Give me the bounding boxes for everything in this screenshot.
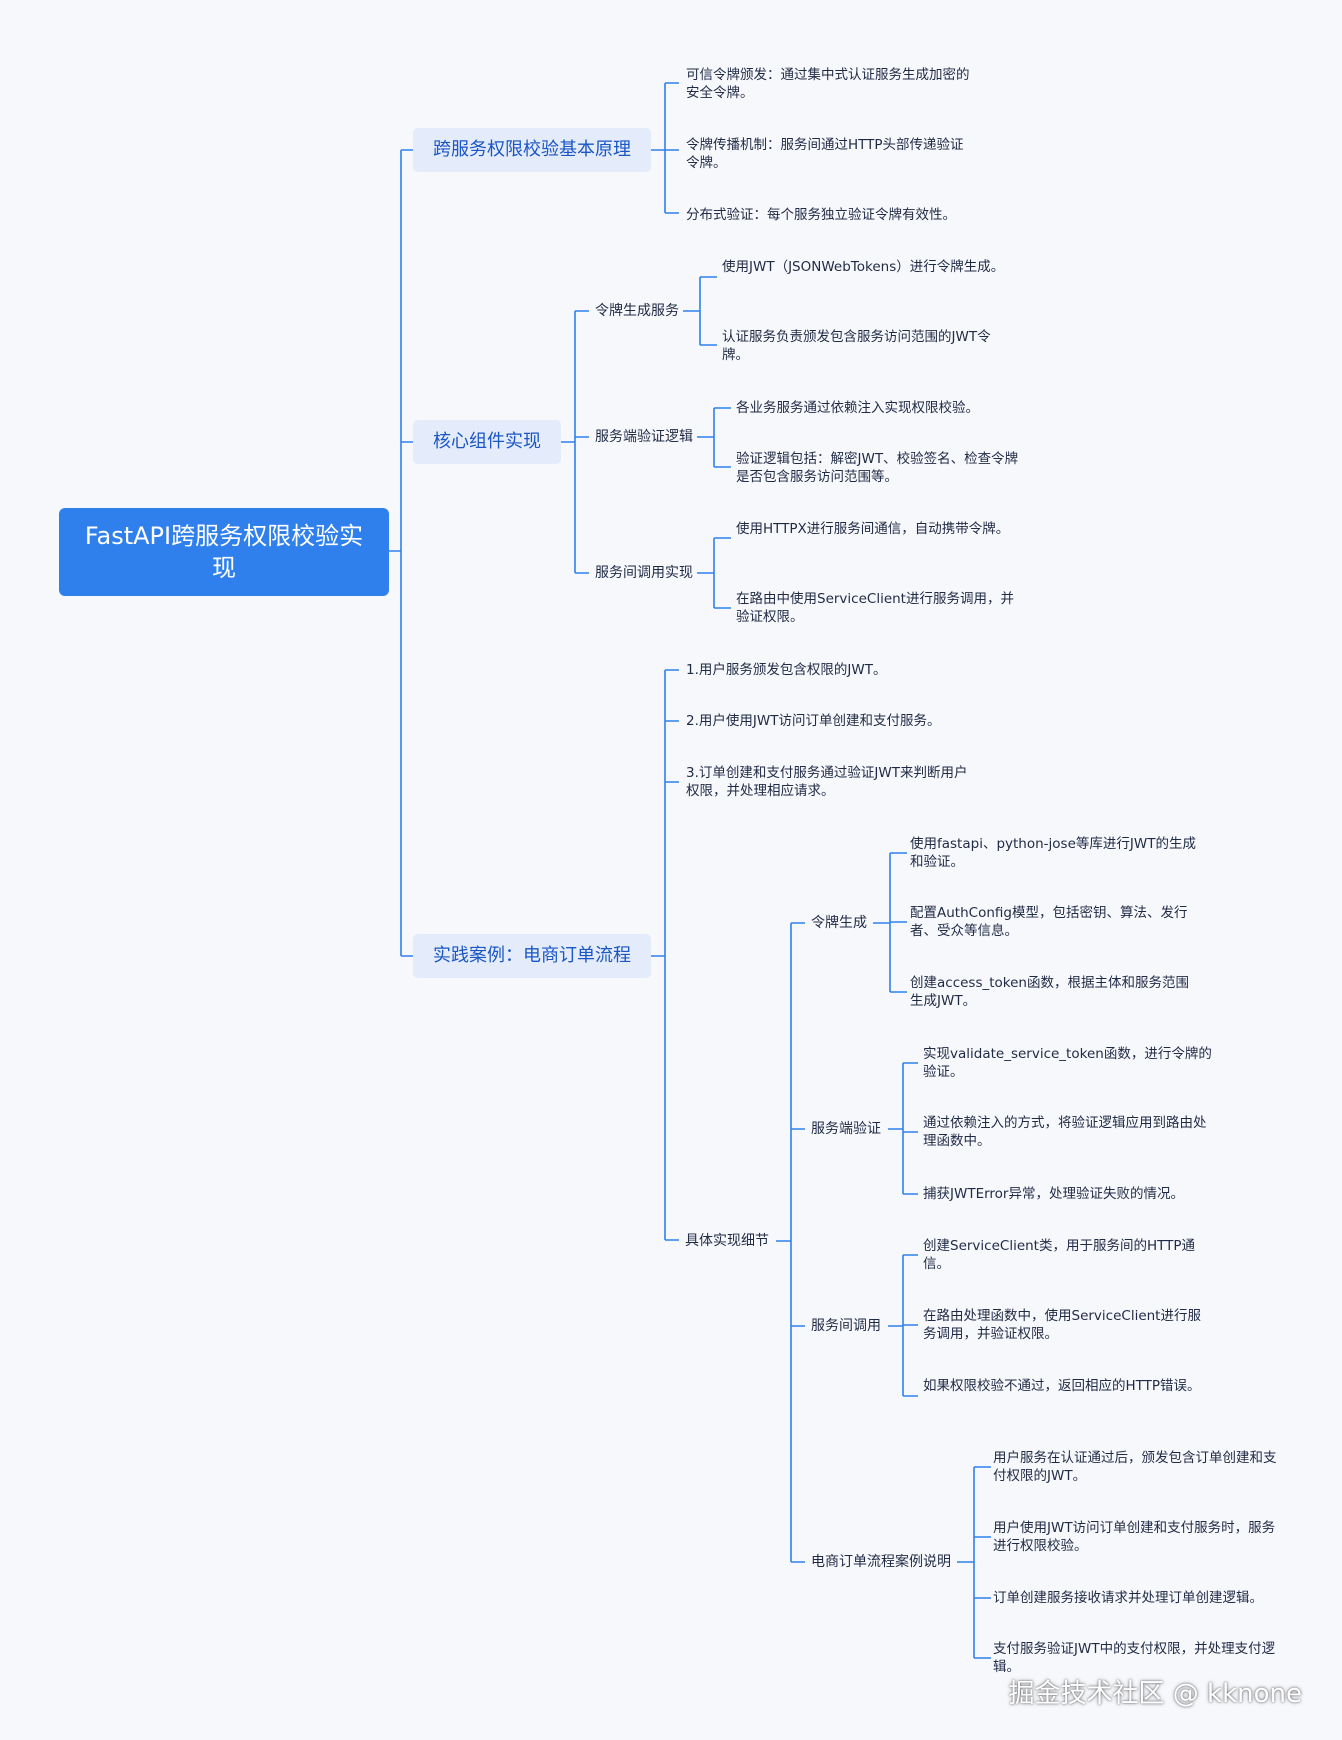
core-token-gen-leaf-1: 使用JWT（JSONWebTokens）进行令牌生成。 (722, 259, 1005, 275)
detail-token-leaf-2: 配置AuthConfig模型，包括密钥、算法、发行者、受众等信息。 (910, 905, 1188, 939)
practice-title: 实践案例：电商订单流程 (433, 945, 631, 966)
detail-case-connector (957, 1466, 991, 1659)
practice-step-3: 3.订单创建和支付服务通过验证JWT来判断用户权限，并处理相应请求。 (686, 765, 968, 799)
detail-token-connector (873, 852, 907, 993)
detail-verify-leaf-1: 实现validate_service_token函数，进行令牌的验证。 (923, 1046, 1212, 1080)
core-token-gen-node[interactable]: 令牌生成服务 (595, 303, 679, 319)
detail-call-leaf-2: 在路由处理函数中，使用ServiceClient进行服务调用，并验证权限。 (923, 1308, 1201, 1342)
detail-verify-leaf-2: 通过依赖注入的方式，将验证逻辑应用到路由处理函数中。 (923, 1115, 1207, 1149)
principles-node[interactable]: 跨服务权限校验基本原理 (413, 128, 651, 172)
core-title: 核心组件实现 (433, 431, 541, 452)
detail-case-leaf-3: 订单创建服务接收请求并处理订单创建逻辑。 (993, 1590, 1263, 1606)
principles-title: 跨服务权限校验基本原理 (433, 139, 631, 160)
core-server-logic-node[interactable]: 服务端验证逻辑 (595, 429, 693, 445)
inter-call-connector (697, 537, 731, 609)
core-node[interactable]: 核心组件实现 (413, 420, 561, 464)
detail-verify-leaf-3: 捕获JWTError异常，处理验证失败的情况。 (923, 1186, 1184, 1202)
token-gen-connector (683, 276, 717, 346)
root-branch-connector (389, 149, 413, 957)
core-server-logic-leaf-1: 各业务服务通过依赖注入实现权限校验。 (736, 400, 979, 416)
details-connector (776, 922, 805, 1563)
detail-verify-node[interactable]: 服务端验证 (811, 1121, 881, 1137)
detail-call-connector (888, 1254, 918, 1397)
core-server-logic-leaf-2: 验证逻辑包括：解密JWT、校验签名、检查令牌是否包含服务访问范围等。 (736, 451, 1019, 485)
detail-case-node[interactable]: 电商订单流程案例说明 (811, 1554, 951, 1570)
principles-leaf-2: 令牌传播机制：服务间通过HTTP头部传递验证令牌。 (686, 137, 964, 171)
practice-node[interactable]: 实践案例：电商订单流程 (413, 934, 651, 978)
detail-token-node[interactable]: 令牌生成 (811, 915, 867, 931)
server-logic-connector (697, 407, 731, 468)
principles-leaf-1: 可信令牌颁发：通过集中式认证服务生成加密的安全令牌。 (686, 67, 970, 101)
practice-connector (651, 669, 679, 1241)
detail-call-node[interactable]: 服务间调用 (811, 1318, 881, 1334)
core-inter-call-node[interactable]: 服务间调用实现 (595, 565, 693, 581)
practice-details-node[interactable]: 具体实现细节 (685, 1233, 769, 1249)
root-node[interactable]: FastAPI跨服务权限校验实现 (59, 508, 389, 596)
core-token-gen-leaf-2: 认证服务负责颁发包含服务访问范围的JWT令牌。 (722, 329, 991, 363)
practice-step-1: 1.用户服务颁发包含权限的JWT。 (686, 662, 887, 678)
detail-call-leaf-3: 如果权限校验不通过，返回相应的HTTP错误。 (923, 1378, 1201, 1394)
root-title: FastAPI跨服务权限校验实现 (84, 522, 364, 582)
detail-token-leaf-3: 创建access_token函数，根据主体和服务范围生成JWT。 (910, 975, 1189, 1009)
watermark: 掘金技术社区 @ kknone (1008, 1679, 1302, 1709)
detail-case-leaf-1: 用户服务在认证通过后，颁发包含订单创建和支付权限的JWT。 (993, 1450, 1277, 1484)
core-connector (561, 310, 589, 574)
detail-verify-connector (888, 1062, 918, 1195)
core-inter-call-leaf-1: 使用HTTPX进行服务间通信，自动携带令牌。 (736, 521, 1010, 537)
core-inter-call-leaf-2: 在路由中使用ServiceClient进行服务调用，并验证权限。 (736, 591, 1014, 625)
detail-case-leaf-4: 支付服务验证JWT中的支付权限，并处理支付逻辑。 (993, 1641, 1276, 1675)
detail-call-leaf-1: 创建ServiceClient类，用于服务间的HTTP通信。 (923, 1238, 1196, 1272)
detail-case-leaf-2: 用户使用JWT访问订单创建和支付服务时，服务进行权限校验。 (993, 1520, 1276, 1554)
practice-step-2: 2.用户使用JWT访问订单创建和支付服务。 (686, 713, 941, 729)
principles-connector (651, 82, 679, 214)
detail-token-leaf-1: 使用fastapi、python-jose等库进行JWT的生成和验证。 (910, 836, 1196, 870)
principles-leaf-3: 分布式验证：每个服务独立验证令牌有效性。 (686, 207, 956, 223)
